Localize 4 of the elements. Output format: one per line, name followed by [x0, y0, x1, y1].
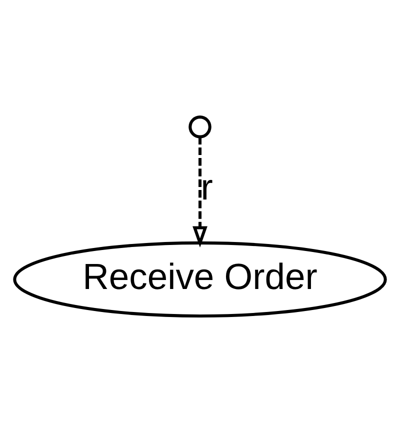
node-ellipse: Receive Order	[13, 240, 387, 317]
edge-label: r	[200, 166, 213, 207]
arrow	[192, 136, 208, 248]
node-circle	[188, 115, 212, 138]
